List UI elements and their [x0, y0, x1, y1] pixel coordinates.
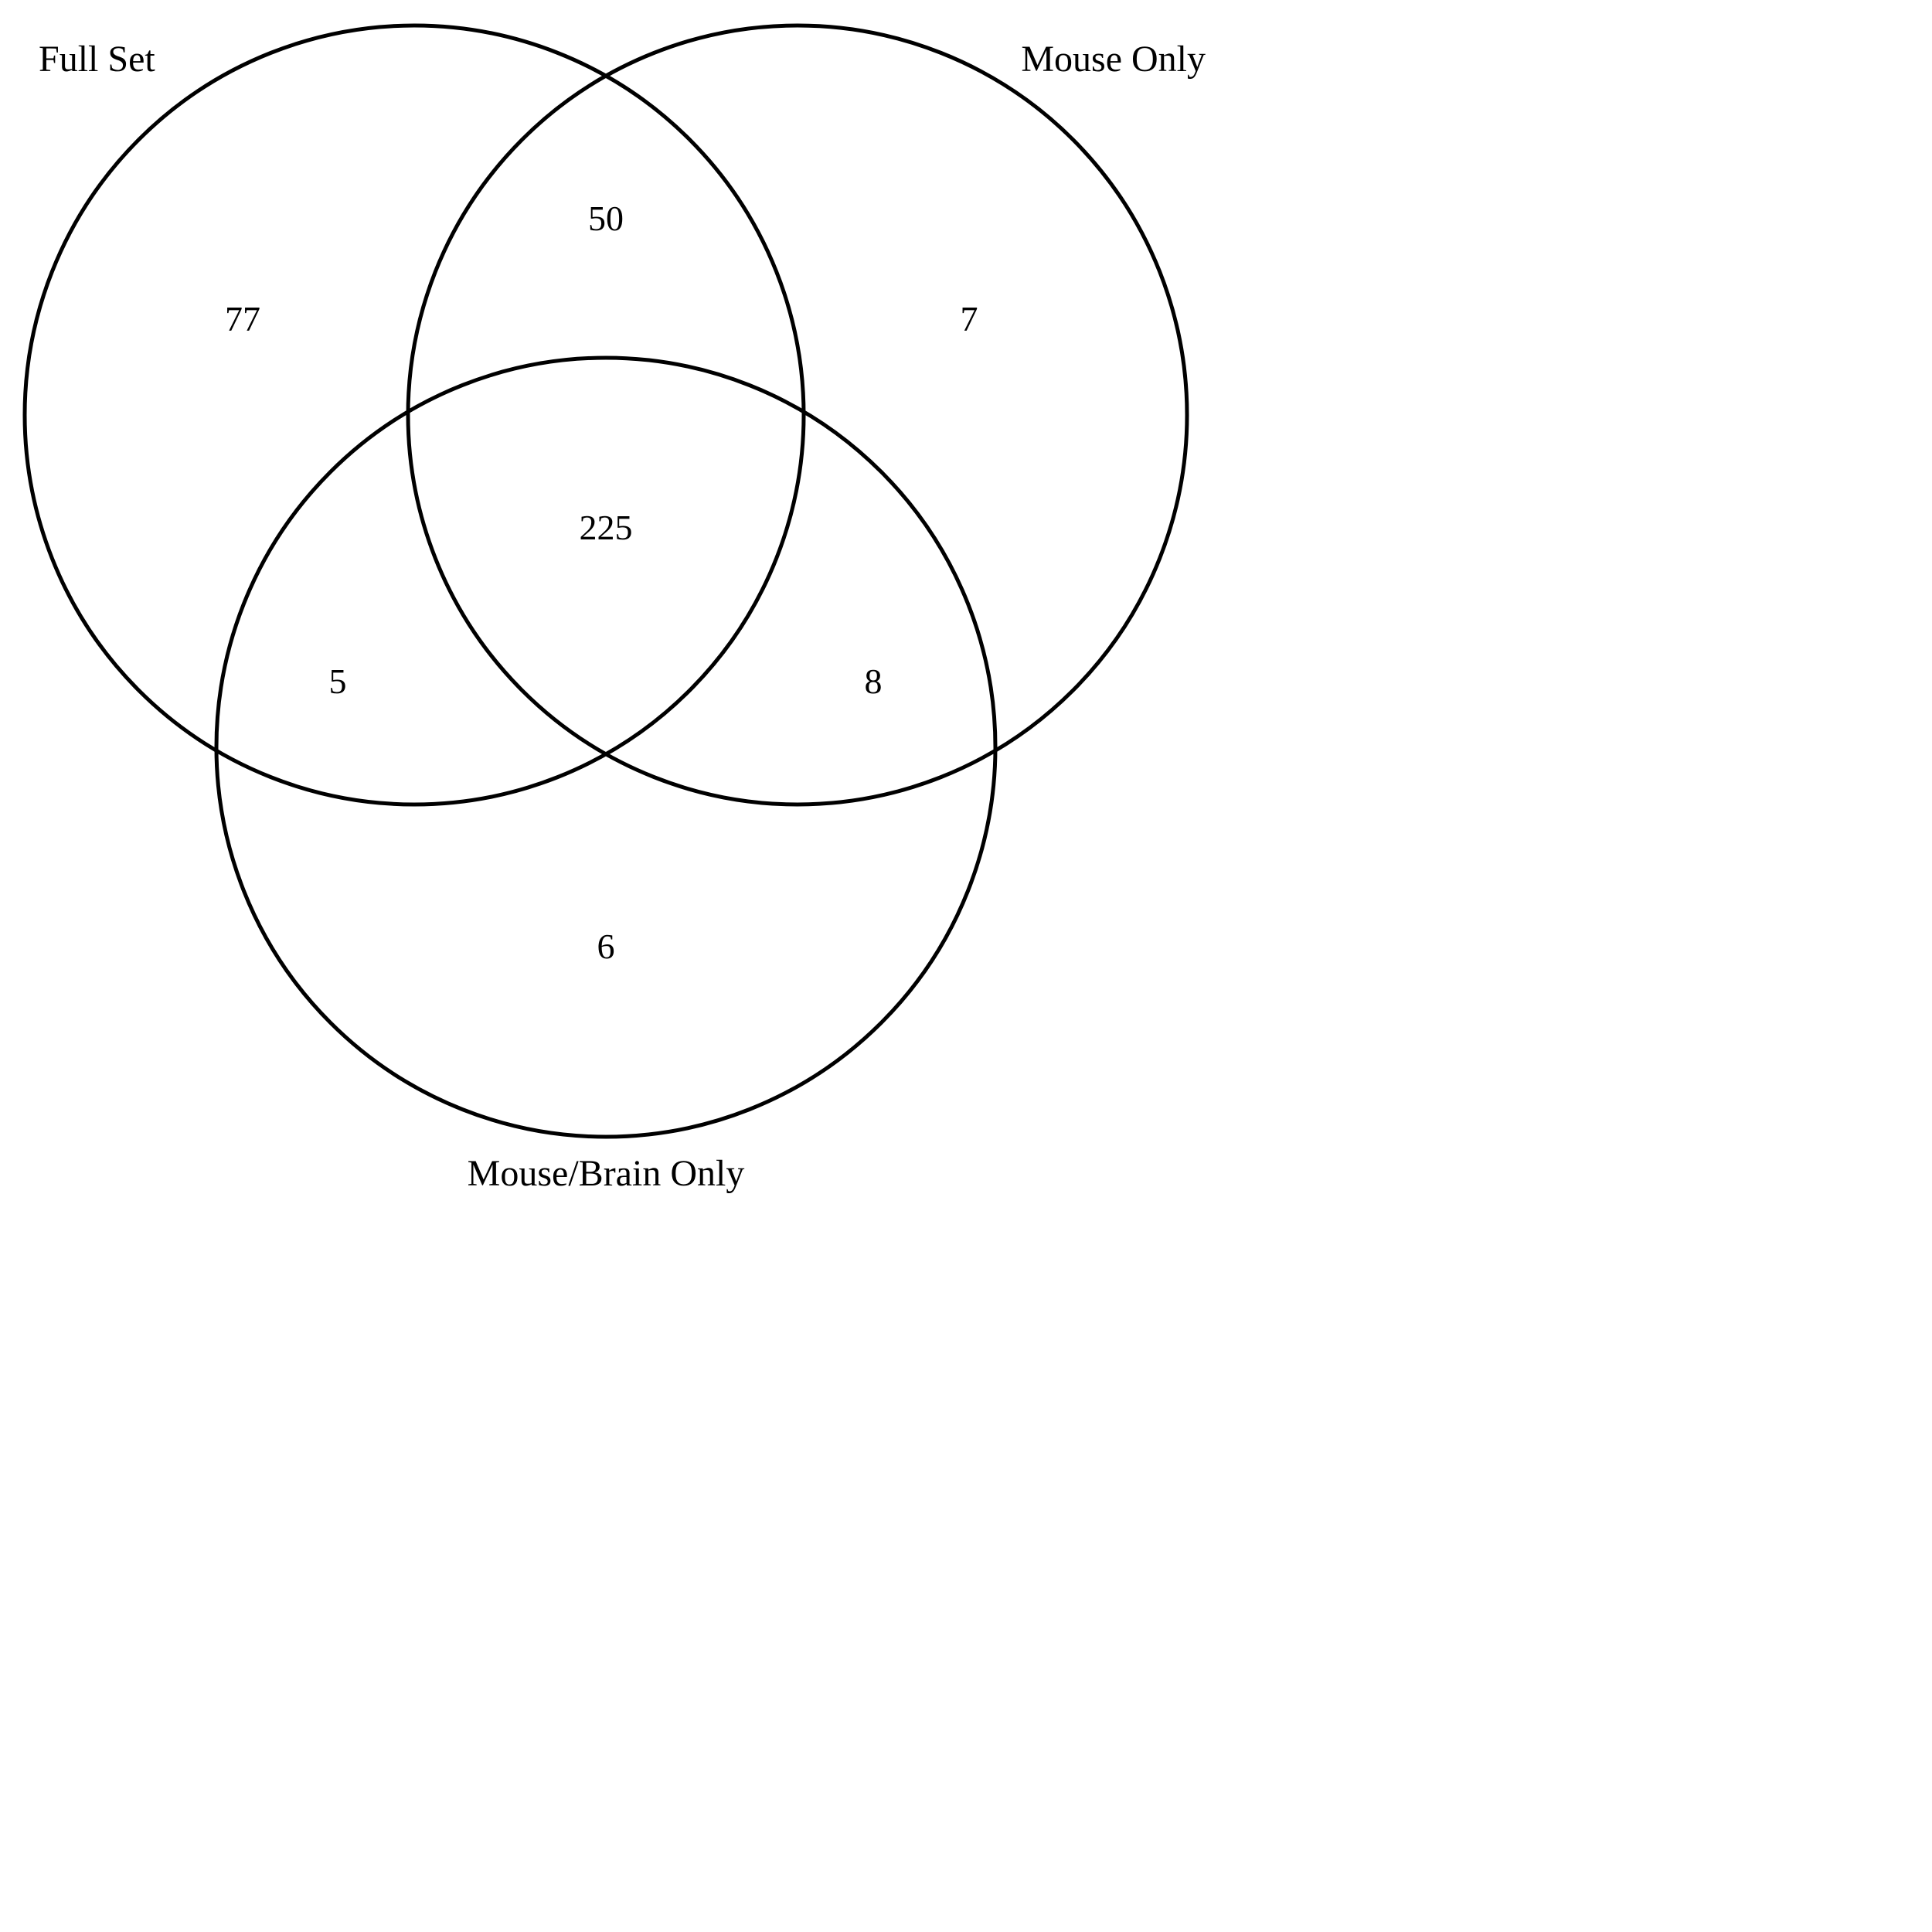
mouse-brain-only-label: Mouse/Brain Only [468, 1153, 745, 1194]
full-set-label: Full Set [39, 39, 155, 80]
count-mouse-brain-only-only: 6 [597, 927, 615, 966]
full-set-circle [22, 23, 806, 807]
count-full-set-and-mouse-only: 50 [588, 199, 624, 238]
count-mouse-only-only: 7 [961, 299, 978, 338]
venn-diagram: Full Set Mouse Only Mouse/Brain Only 77 … [22, 23, 1206, 1194]
count-mouse-only-and-mouse-brain-only: 8 [865, 662, 883, 701]
mouse-only-label: Mouse Only [1021, 39, 1206, 80]
mouse-brain-only-circle [214, 355, 998, 1139]
count-full-set-and-mouse-brain-only: 5 [329, 662, 347, 701]
mouse-only-circle [406, 23, 1189, 807]
count-full-set-only: 77 [225, 299, 260, 338]
count-all-three: 225 [580, 508, 633, 547]
